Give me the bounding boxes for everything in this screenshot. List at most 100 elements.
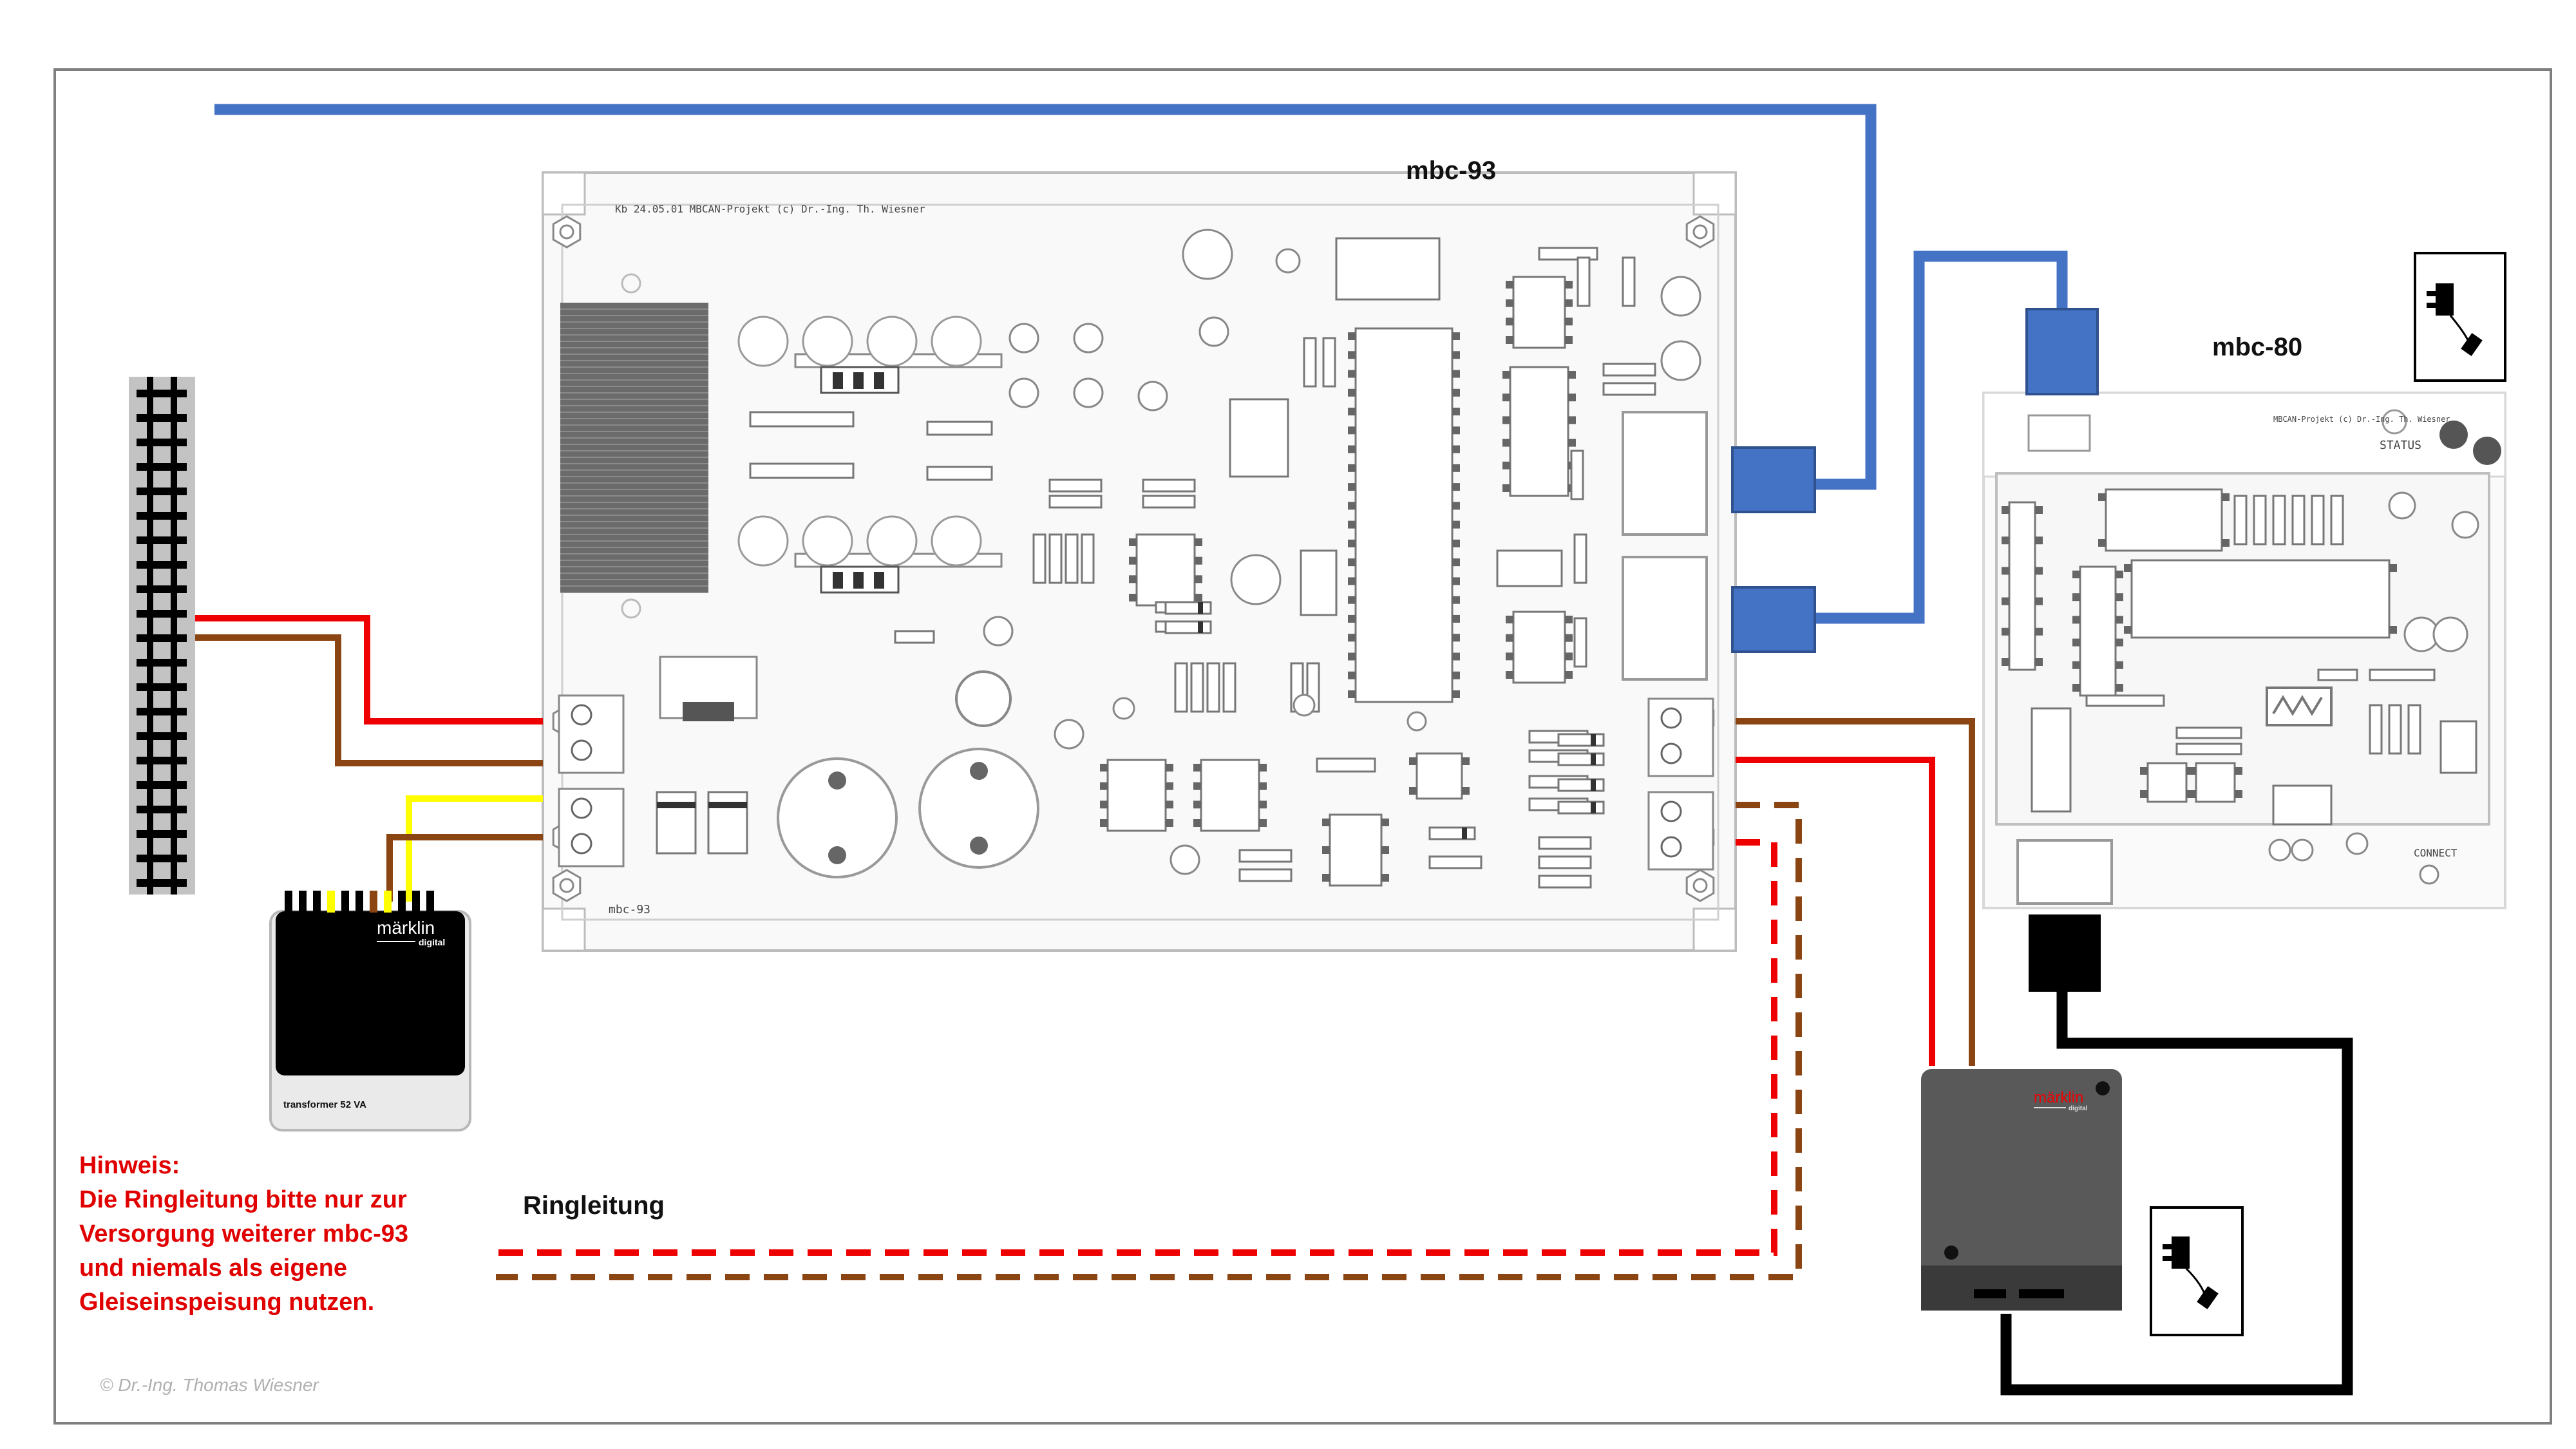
ic-pin: [1166, 764, 1173, 772]
ic-pin: [2002, 567, 2009, 575]
resistor: [1142, 478, 1196, 493]
heatsink-pad: [560, 303, 708, 592]
round-part: [1009, 323, 1039, 354]
resistor-vertical: [1032, 533, 1046, 584]
booster-red: [1736, 757, 1935, 1066]
booster: märklin digital: [1921, 1069, 2122, 1311]
terminal-screw: [571, 833, 592, 855]
ic-pin: [1452, 558, 1460, 567]
ic-pin: [1565, 299, 1573, 307]
can-cable-top: [214, 104, 1877, 490]
mbc80-black-plug-body: [2029, 914, 2101, 992]
track: [129, 377, 195, 895]
round-part: [1660, 340, 1701, 381]
ic-ic201: [1200, 759, 1260, 832]
part80: [2175, 726, 2242, 739]
ic-pin: [1348, 596, 1356, 604]
resistor-vertical: [1174, 662, 1188, 713]
ic-ic103: [1512, 611, 1566, 684]
ic-pin: [1381, 819, 1389, 826]
resistor: [1048, 478, 1103, 493]
ic-pin: [1452, 690, 1460, 698]
transformer-yellow: [406, 795, 543, 902]
ic-pin: [1129, 538, 1137, 546]
terminal-screw: [571, 797, 592, 819]
diode: [1557, 800, 1605, 815]
heatsink-fin: [931, 316, 982, 367]
round-part80: [2388, 491, 2416, 520]
transformer-pin: [355, 891, 363, 913]
ic-pin: [1100, 800, 1108, 809]
transformer-pin: [341, 891, 349, 913]
transformer-pin: [370, 891, 377, 913]
ic-pin: [1506, 652, 1513, 661]
diode-band: [1198, 602, 1203, 614]
track-sleeper: [137, 683, 187, 691]
ic-pin: [2035, 658, 2043, 666]
resistor: [749, 411, 855, 428]
resistor-vertical: [1322, 337, 1336, 388]
track-feed-red: [195, 615, 543, 724]
track-sleeper: [137, 488, 187, 495]
booster-bottom: [1921, 1265, 2122, 1311]
ic-pin: [2035, 506, 2043, 514]
ic-pin: [2002, 658, 2009, 666]
track-sleeper: [137, 830, 187, 838]
ic-pin: [2235, 767, 2242, 775]
ic-pin: [2116, 593, 2123, 601]
ic80-ic202: [2008, 501, 2036, 671]
connector-sv101: [1335, 237, 1441, 301]
ic-pin: [1506, 299, 1513, 307]
ic-pin: [1348, 445, 1356, 453]
transformer: märklin digital transformer 52 VA: [269, 891, 471, 1132]
ic-pin: [1506, 336, 1513, 344]
ic-pin: [1129, 575, 1137, 583]
ringline-label: Ringleitung: [523, 1191, 665, 1220]
resistor-vertical: [1222, 662, 1236, 713]
track-sleeper: [137, 879, 187, 887]
round-part: [1275, 248, 1301, 274]
terminal-screw: [1660, 743, 1682, 764]
ic-pin: [1409, 757, 1417, 765]
diode-band: [708, 802, 747, 808]
mbc93-board: Kb 24.05.01 MBCAN-Projekt (c) Dr.-Ing. T…: [542, 171, 1737, 952]
round-part: [1009, 377, 1039, 408]
round-part: [1073, 377, 1104, 408]
mbc80-board: STATUS MBCAN-Projekt (c) Dr.-Ing. Th. Wi…: [1982, 392, 2506, 909]
ic-pin: [1193, 819, 1201, 827]
mbc93-header-text: Kb 24.05.01 MBCAN-Projekt (c) Dr.-Ing. T…: [615, 203, 925, 215]
ic-pin: [2116, 638, 2123, 647]
ic-pin: [1565, 317, 1573, 326]
terminal-screw: [571, 704, 592, 726]
ic-ok201: [1329, 813, 1383, 887]
resistor: [1238, 849, 1293, 863]
resistor: [1048, 495, 1103, 509]
ic-pin: [2389, 564, 2397, 572]
resistor80: [2407, 704, 2421, 755]
transformer-pin: [412, 891, 420, 913]
track-sleeper: [137, 414, 187, 422]
ic-pin: [1348, 388, 1356, 397]
transistor-leg: [874, 372, 884, 389]
ic-pin: [1452, 671, 1460, 679]
diode: [1164, 620, 1212, 634]
diode-band: [1591, 802, 1596, 813]
ic-pin: [2116, 661, 2123, 669]
ic-pin: [1322, 846, 1330, 854]
ic-pin: [1452, 445, 1460, 453]
round-part: [1230, 554, 1282, 605]
ic-pin: [2072, 616, 2080, 624]
diode-band: [657, 802, 696, 808]
ic-pin: [2389, 626, 2397, 634]
ic-pin: [1502, 393, 1510, 402]
transformer-brown: [386, 834, 543, 902]
round-part: [1660, 276, 1701, 317]
ic-pin: [1565, 634, 1573, 642]
heatsink-fin: [802, 316, 853, 367]
track-sleeper: [137, 732, 187, 740]
resistor: [1142, 495, 1196, 509]
diode: [1557, 733, 1605, 747]
rail-left: [147, 377, 153, 895]
ic-pin: [1259, 782, 1267, 790]
transformer-pin: [327, 891, 335, 913]
